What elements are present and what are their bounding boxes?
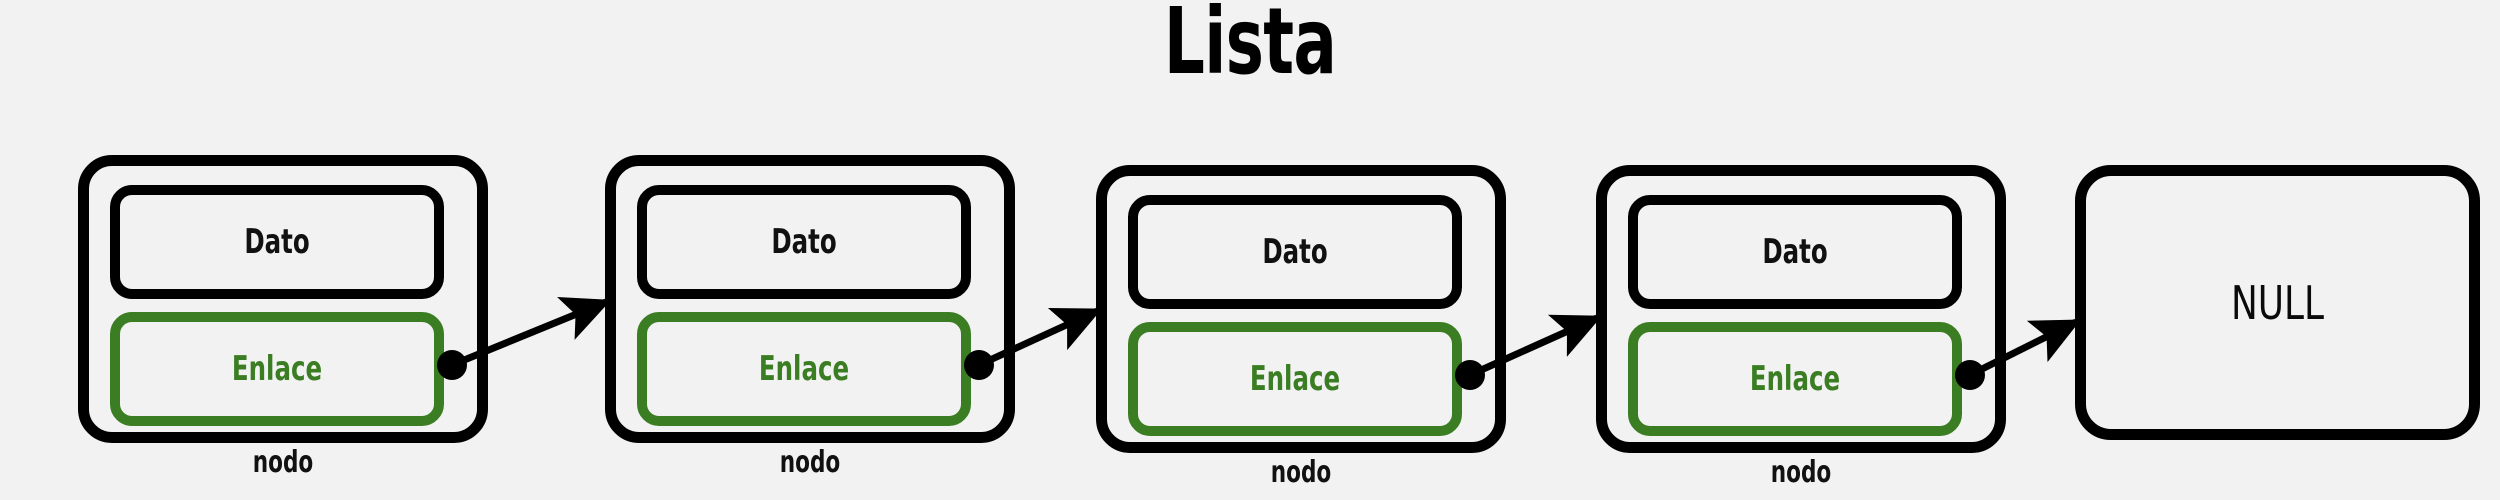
node-link-slot[interactable]: Enlace: [1628, 322, 1962, 436]
node-caption: nodo: [1270, 455, 1332, 490]
node-data-slot[interactable]: Dato: [110, 185, 444, 299]
page-title: Lista: [1163, 0, 1337, 95]
node-link-slot[interactable]: Enlace: [110, 312, 444, 426]
node-link-slot[interactable]: Enlace: [1128, 322, 1462, 436]
node-link-label: Enlace: [1249, 359, 1341, 399]
node-caption: nodo: [1770, 455, 1832, 490]
node-caption: nodo: [779, 445, 841, 480]
node-link-label: Enlace: [231, 349, 323, 389]
null-label: NULL: [2230, 275, 2325, 330]
node-link-label: Enlace: [758, 349, 850, 389]
linked-list-node[interactable]: Dato Enlace: [605, 155, 1015, 443]
node-data-label: Dato: [1762, 232, 1828, 272]
node-data-slot[interactable]: Dato: [637, 185, 971, 299]
node-link-label: Enlace: [1749, 359, 1841, 399]
linked-list-node[interactable]: Dato Enlace: [78, 155, 488, 443]
node-caption: nodo: [252, 445, 314, 480]
node-data-slot[interactable]: Dato: [1128, 195, 1462, 309]
node-link-slot[interactable]: Enlace: [637, 312, 971, 426]
node-data-label: Dato: [771, 222, 837, 262]
node-data-slot[interactable]: Dato: [1628, 195, 1962, 309]
linked-list-node[interactable]: Dato Enlace: [1596, 165, 2006, 453]
null-terminator-box[interactable]: NULL: [2075, 165, 2480, 440]
node-data-label: Dato: [1262, 232, 1328, 272]
node-data-label: Dato: [244, 222, 310, 262]
linked-list-node[interactable]: Dato Enlace: [1096, 165, 1506, 453]
